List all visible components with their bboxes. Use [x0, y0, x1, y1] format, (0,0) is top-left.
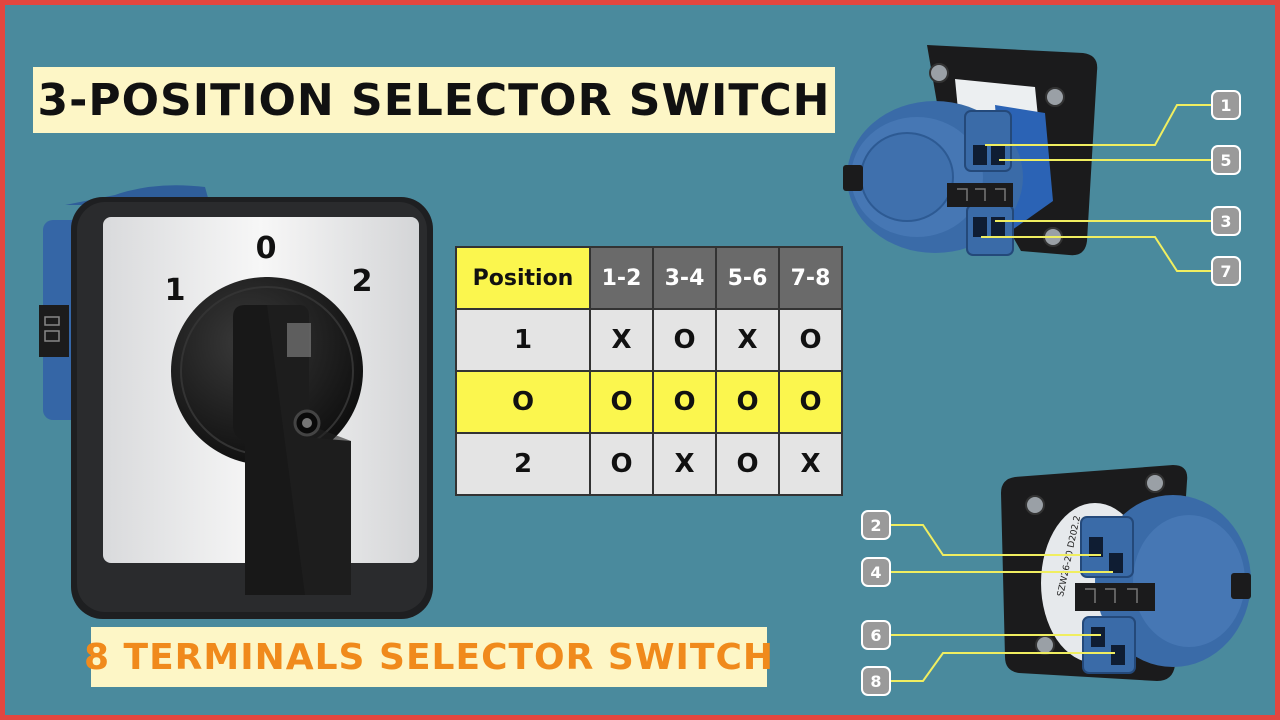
- table-header-row: Position 1-2 3-4 5-6 7-8: [455, 246, 843, 310]
- table-cell: O: [652, 308, 717, 372]
- dial-position-1: 1: [165, 273, 186, 308]
- header-contact-1-2: 1-2: [589, 246, 654, 310]
- header-position: Position: [455, 246, 591, 310]
- table-cell: 1: [455, 308, 591, 372]
- table-cell: O: [778, 370, 843, 434]
- callout-terminal-4: 4: [861, 557, 891, 587]
- header-contact-3-4: 3-4: [652, 246, 717, 310]
- table-cell: O: [455, 370, 591, 434]
- table-row: 2 O X O X: [455, 432, 843, 496]
- callout-terminal-8: 8: [861, 666, 891, 696]
- table-row: 1 X O X O: [455, 308, 843, 372]
- dial-position-0: 0: [256, 231, 277, 266]
- table-cell: O: [715, 432, 780, 496]
- diagram-subtitle: 8 TERMINALS SELECTOR SWITCH: [84, 627, 773, 687]
- dial-position-2: 2: [352, 264, 373, 299]
- table-cell: X: [778, 432, 843, 496]
- switch-truth-table: Position 1-2 3-4 5-6 7-8 1 X O X O O O O…: [455, 246, 843, 496]
- table-cell: X: [715, 308, 780, 372]
- table-cell: O: [589, 370, 654, 434]
- table-cell: O: [715, 370, 780, 434]
- diagram-title: 3-POSITION SELECTOR SWITCH: [33, 67, 835, 133]
- header-contact-7-8: 7-8: [778, 246, 843, 310]
- header-contact-5-6: 5-6: [715, 246, 780, 310]
- selector-switch-front-icon: 1 0 2: [39, 185, 433, 619]
- callout-terminal-1: 1: [1211, 90, 1241, 120]
- table-cell: X: [589, 308, 654, 372]
- callout-terminal-2: 2: [861, 510, 891, 540]
- table-cell: 2: [455, 432, 591, 496]
- table-cell: O: [778, 308, 843, 372]
- callout-terminal-7: 7: [1211, 256, 1241, 286]
- table-cell: X: [652, 432, 717, 496]
- callout-terminal-6: 6: [861, 620, 891, 650]
- selector-switch-rear-bottom-icon: SZW26-20 D202.2: [891, 465, 1251, 682]
- table-cell: O: [589, 432, 654, 496]
- selector-switch-rear-top-icon: [843, 45, 1211, 272]
- table-row-highlighted: O O O O O: [455, 370, 843, 434]
- table-cell: O: [652, 370, 717, 434]
- callout-terminal-5: 5: [1211, 145, 1241, 175]
- callout-terminal-3: 3: [1211, 206, 1241, 236]
